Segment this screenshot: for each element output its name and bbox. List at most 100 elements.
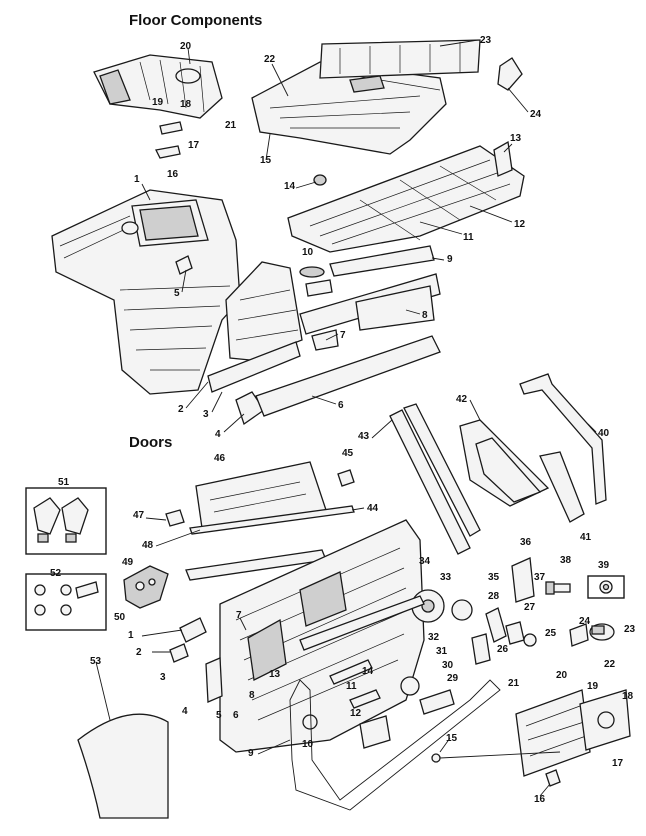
door-callout-23: 23 <box>624 624 636 635</box>
floor-components-title: Floor Components <box>129 12 263 29</box>
door-callout-layer: 1 2 3 4 5 6 7 8 9 10 11 12 13 14 15 16 1… <box>50 394 636 805</box>
door-callout-26: 26 <box>497 644 509 655</box>
door-callout-39: 39 <box>598 560 610 571</box>
door-seal-part <box>289 679 501 811</box>
door-callout-21: 21 <box>508 678 520 689</box>
outer-sill-part <box>255 245 441 417</box>
door-callout-25: 25 <box>545 628 557 639</box>
knob-10-part <box>302 714 318 730</box>
hinge-36-part <box>511 557 535 603</box>
door-callout-17: 17 <box>612 758 624 769</box>
clip-47-part <box>165 509 185 527</box>
floor-callout-22: 22 <box>264 54 276 65</box>
door-callout-8: 8 <box>249 690 255 701</box>
door-callout-29: 29 <box>447 673 459 684</box>
door-callout-16: 16 <box>534 794 546 805</box>
lock-kit-51-frame <box>25 487 107 555</box>
door-callout-19: 19 <box>587 681 599 692</box>
door-callout-27: 27 <box>524 602 536 613</box>
tunnel-bracket-part <box>93 54 223 159</box>
handle-part <box>419 689 455 715</box>
door-callout-28: 28 <box>488 591 500 602</box>
rear-crossmember-part <box>319 39 481 79</box>
door-callout-33: 33 <box>440 572 452 583</box>
door-callout-52: 52 <box>50 568 62 579</box>
door-callout-24: 24 <box>579 616 591 627</box>
floor-callout-3: 3 <box>203 409 209 420</box>
rear-floor-pan-part <box>287 140 525 253</box>
handle-boss-part <box>400 676 420 696</box>
front-floor-panel-part <box>251 61 447 155</box>
floor-callout-19: 19 <box>152 97 164 108</box>
interior-handle-part <box>329 659 391 749</box>
floor-callout-5: 5 <box>174 288 180 299</box>
floor-callout-24: 24 <box>530 109 542 120</box>
door-callout-35: 35 <box>488 572 500 583</box>
rear-lock-assembly-part <box>431 689 631 787</box>
floor-callout-20: 20 <box>180 41 192 52</box>
floor-callout-6: 6 <box>338 400 344 411</box>
door-callout-3: 3 <box>160 672 166 683</box>
door-callout-6: 6 <box>233 710 239 721</box>
door-callout-1: 1 <box>128 630 134 641</box>
door-callout-10: 10 <box>302 739 314 750</box>
door-callout-15: 15 <box>446 733 458 744</box>
door-callout-44: 44 <box>367 503 379 514</box>
door-callout-7: 7 <box>236 610 242 621</box>
floor-callout-21: 21 <box>225 120 237 131</box>
inner-sill-part <box>207 261 303 426</box>
floor-callout-4: 4 <box>215 429 221 440</box>
door-callout-30: 30 <box>442 660 454 671</box>
door-callout-36: 36 <box>520 537 532 548</box>
door-callout-41: 41 <box>580 532 592 543</box>
striker-1-part <box>179 617 207 643</box>
small-fittings-part <box>471 607 615 665</box>
door-callout-12: 12 <box>350 708 362 719</box>
floor-callout-9: 9 <box>447 254 453 265</box>
door-callout-2: 2 <box>136 647 142 658</box>
door-callout-50: 50 <box>114 612 126 623</box>
floor-callout-17: 17 <box>188 140 200 151</box>
floor-callout-23: 23 <box>480 35 492 46</box>
door-skin-part <box>77 713 169 819</box>
main-floor-bulkhead-part <box>51 189 241 395</box>
door-callout-20: 20 <box>556 670 568 681</box>
bracket-5-part <box>205 657 223 703</box>
rear-rail-part <box>519 373 607 505</box>
door-callout-49: 49 <box>122 557 134 568</box>
leader-lines <box>95 39 597 797</box>
floor-callout-10: 10 <box>302 247 314 258</box>
door-callout-32: 32 <box>428 632 440 643</box>
door-callout-34: 34 <box>419 556 431 567</box>
door-glass-part <box>185 461 355 581</box>
window-frame-part <box>389 403 481 555</box>
door-callout-53: 53 <box>90 656 102 667</box>
bolt-38-part <box>545 581 571 595</box>
door-callout-43: 43 <box>358 431 370 442</box>
door-callout-45: 45 <box>342 448 354 459</box>
floor-callout-12: 12 <box>514 219 526 230</box>
vent-window-part <box>459 419 585 523</box>
window-regulator-part <box>299 589 473 651</box>
clip-45-part <box>337 469 355 487</box>
door-callout-4: 4 <box>182 706 188 717</box>
door-callout-37: 37 <box>534 572 546 583</box>
door-callout-51: 51 <box>58 477 70 488</box>
door-callout-31: 31 <box>436 646 448 657</box>
door-callout-47: 47 <box>133 510 145 521</box>
door-callout-46: 46 <box>214 453 226 464</box>
floor-callout-16: 16 <box>167 169 179 180</box>
floor-callout-11: 11 <box>463 232 474 243</box>
small-bracket-part <box>497 57 523 91</box>
floor-callout-2: 2 <box>178 404 184 415</box>
floor-callout-13: 13 <box>510 133 522 144</box>
door-callout-14: 14 <box>362 666 374 677</box>
door-callout-11: 11 <box>346 681 357 692</box>
floor-callout-1: 1 <box>134 174 140 185</box>
door-callout-18: 18 <box>622 691 634 702</box>
door-callout-5: 5 <box>216 710 222 721</box>
floor-callout-7: 7 <box>340 330 346 341</box>
door-callout-38: 38 <box>560 555 572 566</box>
